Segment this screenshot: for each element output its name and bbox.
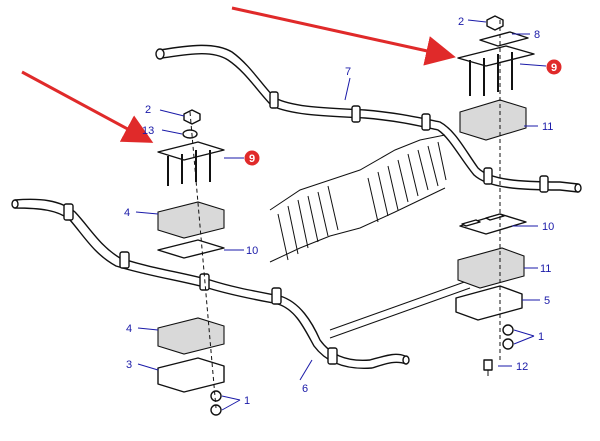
callout-1-right: 1 (538, 331, 544, 343)
callout-9-top: 9 (551, 62, 557, 74)
tread-background (269, 134, 471, 339)
callout-8: 8 (534, 29, 540, 41)
pointer-arrow-left (21, 70, 154, 143)
callout-10-left: 10 (246, 245, 258, 257)
callout-11-right: 11 (540, 263, 551, 275)
clamp-plate-icon (457, 45, 535, 67)
stabilizer-bar-bottom (11, 198, 410, 369)
callout-12: 12 (516, 361, 528, 373)
callout-9-top-badge: 9 (546, 59, 562, 75)
nut-icon (486, 15, 504, 31)
mount-assembly-left (157, 109, 225, 416)
callout-10-right: 10 (542, 221, 554, 233)
callout-9-left: 9 (249, 153, 255, 165)
callout-6: 6 (302, 383, 308, 395)
mount-assembly-right (455, 15, 535, 376)
stabilizer-bar-top (155, 44, 582, 193)
callout-4-lower: 4 (126, 323, 132, 335)
callout-2-left: 2 (145, 104, 151, 116)
callout-2-top: 2 (458, 16, 464, 28)
callout-1-left: 1 (244, 395, 250, 407)
callout-3: 3 (126, 359, 132, 371)
pointer-arrow-top (231, 6, 456, 66)
callout-4-upper: 4 (124, 207, 130, 219)
callout-5: 5 (544, 295, 550, 307)
callout-7: 7 (345, 66, 351, 78)
leader-lines (135, 19, 547, 411)
rubber-block-icon (459, 99, 527, 141)
callout-11-top: 11 (542, 121, 553, 133)
callout-13: 13 (142, 125, 154, 137)
callout-9-left-badge: 9 (244, 150, 260, 166)
